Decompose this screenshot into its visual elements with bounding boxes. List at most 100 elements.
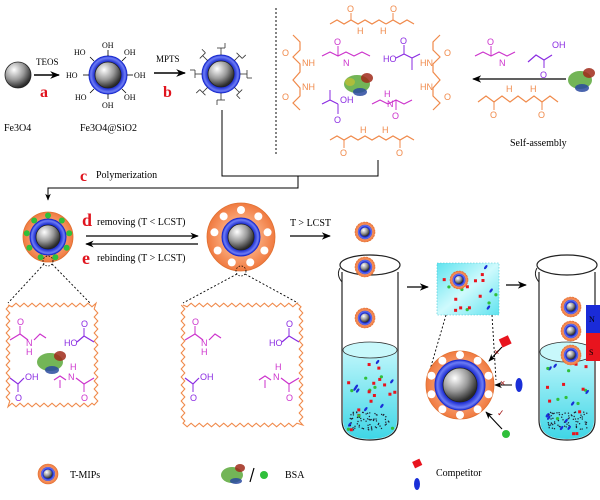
- atom-ho: HO: [383, 54, 397, 64]
- competitor-red: [459, 306, 463, 310]
- bsa-bound-dot: [58, 217, 65, 224]
- atom-label: O: [17, 317, 24, 327]
- competitor-red: [369, 399, 373, 403]
- competitor-red: [545, 385, 549, 389]
- competitor-blue: [380, 403, 384, 409]
- tmip-particle: [560, 344, 582, 366]
- step-b-letter: b: [163, 84, 172, 101]
- test-tube-adsorption: [337, 254, 401, 441]
- atom-o: O: [540, 70, 547, 80]
- empty-cavity: [484, 371, 493, 380]
- atom-label: O: [286, 393, 293, 403]
- atom-hn: HN: [420, 82, 433, 92]
- legend-bsa-icon: [221, 464, 268, 484]
- competitor-blue: [486, 305, 491, 310]
- mpts-modified-particle: [190, 43, 252, 105]
- competitor-red: [388, 392, 392, 396]
- legend: T-MIPs BSA Competitor: [37, 458, 482, 490]
- atom-nh: NH: [302, 58, 315, 68]
- competitor-blue: [364, 407, 368, 412]
- empty-cavity: [456, 351, 464, 359]
- atom-h: H: [384, 89, 391, 99]
- competitor-red: [393, 390, 397, 394]
- atom-o: O: [396, 148, 403, 158]
- competitor-red: [581, 387, 585, 391]
- empty-cavity: [227, 258, 236, 267]
- competitor-blue: [390, 379, 394, 384]
- bsa-bound-dot: [45, 212, 51, 219]
- atom-o: O: [340, 148, 347, 158]
- fe3o4-particle: [4, 61, 32, 89]
- atom-o: O: [400, 36, 407, 46]
- bsa-bound-dot: [31, 217, 38, 224]
- magnet-north-label: N: [589, 315, 595, 324]
- tmip-particle: [354, 221, 376, 243]
- competitor-blue: [547, 415, 551, 420]
- legend-bsa-label: BSA: [285, 470, 305, 481]
- atom-n: N: [499, 58, 506, 68]
- competitor-blue: [375, 359, 380, 365]
- bsa-bound-dot: [26, 244, 33, 251]
- competitor-red: [478, 294, 482, 298]
- legend-competitor-label: Competitor: [436, 468, 482, 479]
- atom-label: O: [192, 317, 199, 327]
- bsa-dot: [379, 375, 383, 379]
- atom-label: OH: [200, 372, 214, 382]
- magnet: N S: [586, 305, 600, 361]
- atom-o: O: [390, 4, 397, 14]
- fe3o4-sio2-label: Fe3O4@SiO2: [80, 123, 137, 134]
- atom-o: O: [392, 111, 399, 121]
- selective-binding-particle: [425, 350, 495, 420]
- atom-label: H: [275, 362, 282, 372]
- teos-label: TEOS: [36, 57, 59, 67]
- bsa-dot: [564, 395, 568, 400]
- competitor-blue-rejected: ×: [494, 378, 523, 392]
- svg-text:×: ×: [500, 378, 505, 388]
- competitor-red: [572, 432, 576, 436]
- vinyl-group: [234, 87, 240, 93]
- svg-text:✓: ✓: [497, 408, 505, 418]
- bsa-dot: [555, 416, 560, 421]
- bsa-dot: [576, 401, 580, 406]
- svg-text:×: ×: [494, 347, 499, 357]
- atom-n: N: [343, 58, 350, 68]
- bsa-dot: [556, 397, 560, 402]
- competitor-red: [548, 399, 552, 403]
- bsa-dot: [546, 366, 550, 371]
- magnet-south-label: S: [589, 348, 593, 357]
- bsa-dot: [390, 426, 395, 430]
- step-c-letter: c: [80, 168, 87, 185]
- empty-cavity: [254, 212, 263, 221]
- competitor-blue: [348, 422, 352, 427]
- mpts-label: MPTS: [156, 54, 180, 64]
- atom-label: H: [26, 347, 33, 357]
- bsa-bound-dot: [37, 254, 44, 261]
- atom-h: H: [506, 84, 513, 94]
- competitor-blue: [545, 413, 550, 418]
- competitor-red: [378, 377, 382, 381]
- atom-h: H: [382, 125, 389, 135]
- atom-o: O: [282, 92, 289, 102]
- tmip-particle: [354, 256, 376, 278]
- free-monomers: O N OH O H H O O: [474, 37, 595, 120]
- empty-cavity: [427, 371, 436, 380]
- imprinted-particle-empty: [206, 202, 276, 272]
- competitor-red: [454, 297, 458, 301]
- step-e-letter: e: [82, 248, 90, 268]
- fe3o4-sio2-particle: OH OH OH OH OH HO HO HO: [66, 41, 146, 110]
- vinyl-group: [202, 55, 208, 61]
- competitor-blue: [567, 425, 571, 430]
- atom-label: O: [15, 393, 22, 403]
- ho-group: HO: [74, 48, 86, 57]
- atom-label: O: [286, 319, 293, 329]
- bsa-dot: [346, 427, 351, 431]
- competitor-blue: [484, 265, 488, 270]
- atom-o: O: [334, 115, 341, 125]
- competitor-red: [465, 285, 469, 289]
- bsa-dot: [567, 369, 571, 373]
- empty-cavity: [473, 356, 482, 365]
- atom-label: N: [273, 372, 280, 382]
